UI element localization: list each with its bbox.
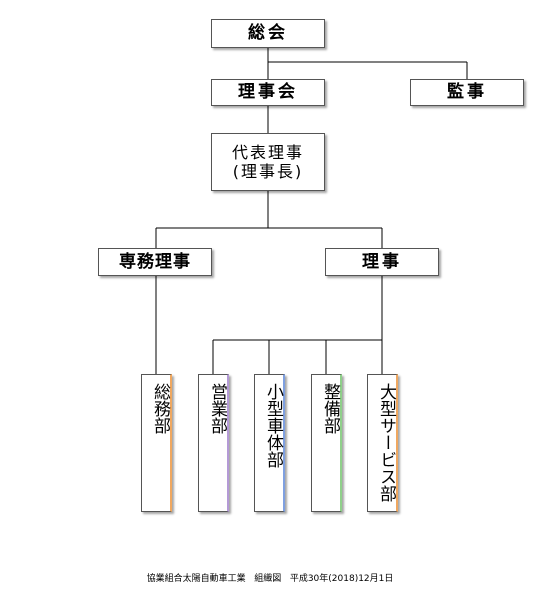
node-representative-sublabel: (理事長) [232,162,304,181]
dept-large-service-label: 大型サービス部 [376,383,396,502]
dept-general-affairs: 総務部 [141,374,172,512]
node-director-label: 理事 [362,251,402,272]
footer-company: 協業組合太陽自動車工業 [146,574,246,584]
node-board: 理事会 [211,79,325,106]
node-representative-director: 代表理事 (理事長) [211,133,325,191]
node-board-label: 理事会 [238,82,298,103]
footer-doc: 組織図 [254,574,282,584]
footer-date: 平成30年(2018)12月1日 [289,574,394,584]
node-general-meeting-label: 総会 [248,23,288,44]
dept-maintenance: 整備部 [311,374,342,512]
node-representative-label: 代表理事 [231,142,304,162]
node-managing-director-label: 専務理事 [119,251,191,272]
node-auditor-label: 監事 [447,82,487,103]
node-general-meeting: 総会 [211,19,325,48]
dept-sales-label: 営業部 [207,383,227,434]
dept-small-body: 小型車体部 [254,374,285,512]
dept-large-service: 大型サービス部 [367,374,398,512]
node-managing-director: 専務理事 [98,248,212,276]
footer-caption: 協業組合太陽自動車工業 組織図 平成30年(2018)12月1日 [0,571,540,584]
connector-lines [155,48,468,374]
dept-sales: 営業部 [198,374,229,512]
dept-small-body-label: 小型車体部 [263,383,283,468]
dept-maintenance-label: 整備部 [320,383,340,434]
node-director: 理事 [325,248,439,276]
dept-general-affairs-label: 総務部 [150,383,170,434]
node-auditor: 監事 [410,79,524,106]
